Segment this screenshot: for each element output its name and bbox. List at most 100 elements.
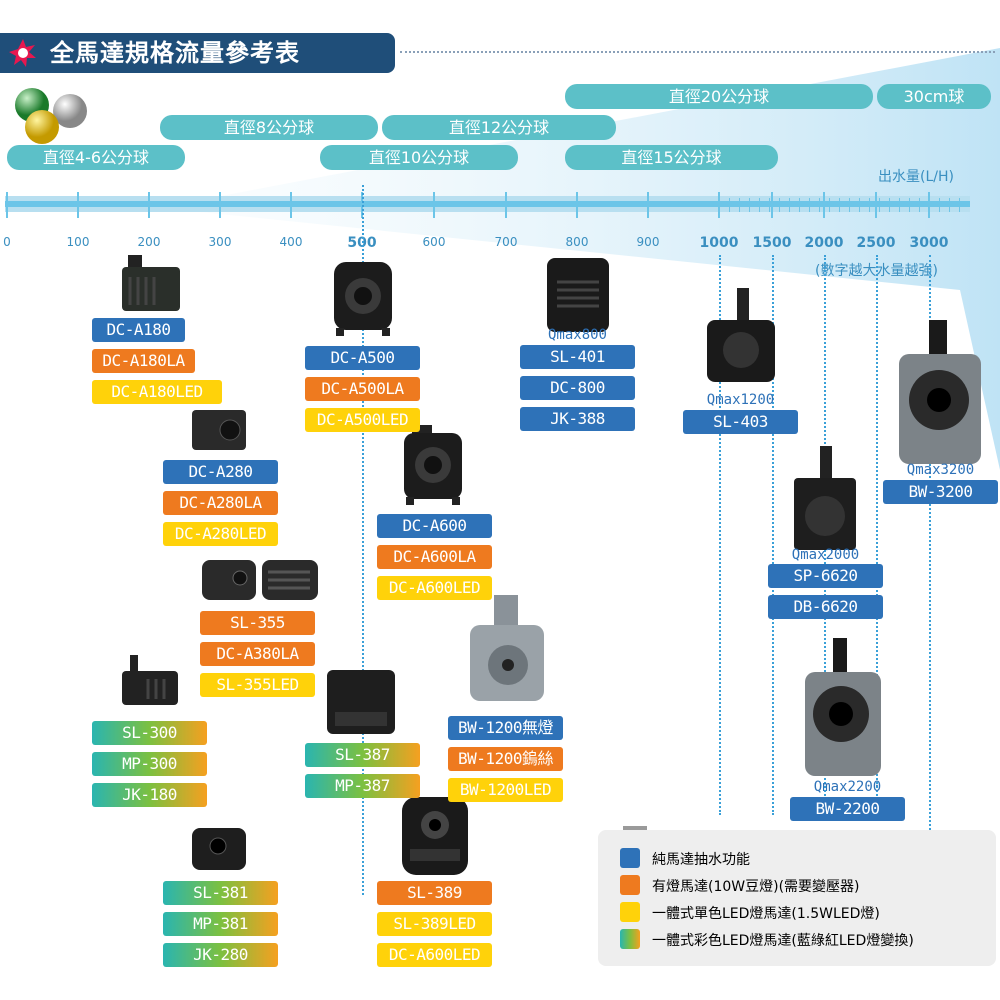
axis-tick: [647, 192, 649, 218]
axis-tick-label: 2500: [856, 235, 896, 251]
model-dc-a380la: DC-A380LA: [200, 642, 315, 666]
pump-image-dc-a180: [122, 255, 180, 311]
model-mp-300: MP-300: [92, 752, 207, 776]
axis-tick-label: 700: [494, 235, 518, 249]
model-bw-1200led: BW-1200LED: [448, 778, 563, 802]
axis-minor-tick: [939, 198, 940, 212]
axis-minor-tick: [819, 198, 820, 212]
axis-minor-tick: [899, 198, 900, 212]
flow-axis-core: [5, 201, 970, 207]
axis-minor-tick: [849, 198, 850, 212]
qmax-bw-2200: Qmax2200: [813, 779, 882, 795]
ball-label-4-6cm: 直徑4-6公分球: [7, 145, 185, 170]
model-sl-403: SL-403: [683, 410, 798, 434]
axis-minor-tick: [749, 198, 750, 212]
axis-minor-tick: [879, 198, 880, 212]
model-dc-a500la: DC-A500LA: [305, 377, 420, 401]
pump-image-sl-300: [122, 655, 178, 705]
model-jk-388: JK-388: [520, 407, 635, 431]
model-dc-a180la: DC-A180LA: [92, 349, 195, 373]
axis-minor-tick: [949, 198, 950, 212]
axis-minor-tick: [729, 198, 730, 212]
model-sl-355led: SL-355LED: [200, 673, 315, 697]
axis-tick-label: 300: [208, 235, 232, 249]
legend-tab: [623, 826, 647, 830]
model-sl-389led: SL-389LED: [377, 912, 492, 936]
axis-minor-tick: [829, 198, 830, 212]
pump-image-sl-389: [402, 797, 468, 875]
model-bw-3200: BW-3200: [883, 480, 998, 504]
qmax-sl-403: Qmax1200: [706, 392, 775, 408]
axis-tick-label: 1000: [699, 235, 739, 251]
axis-tick: [718, 192, 720, 218]
axis-tick-label: 800: [565, 235, 589, 249]
axis-tick-label: 600: [422, 235, 446, 249]
axis-tick: [875, 192, 877, 218]
axis-minor-tick: [799, 198, 800, 212]
axis-tick: [6, 192, 8, 218]
star-icon: [9, 39, 36, 67]
legend: 純馬達抽水功能 有燈馬達(10W豆燈)(需要變壓器) 一體式單色LED燈馬達(1…: [598, 826, 996, 966]
model-dc-a500: DC-A500: [305, 346, 420, 370]
model-sp-6620: SP-6620: [768, 564, 883, 588]
model-bw-1200-no-light: BW-1200無燈: [448, 716, 563, 740]
model-db-6620: DB-6620: [768, 595, 883, 619]
model-sl-401: SL-401: [520, 345, 635, 369]
axis-tick-label: 200: [137, 235, 161, 249]
axis-minor-tick: [769, 198, 770, 212]
axis-tick-label: 100: [66, 235, 90, 249]
axis-tick: [77, 192, 79, 218]
model-dc-a280led: DC-A280LED: [163, 522, 278, 546]
axis-minor-tick: [889, 198, 890, 212]
ball-label-12cm: 直徑12公分球: [382, 115, 616, 140]
model-mp-381: MP-381: [163, 912, 278, 936]
unit-label: 出水量(L/H): [878, 169, 954, 185]
axis-minor-tick: [909, 198, 910, 212]
pump-image-sl-387: [327, 670, 395, 734]
pump-image-bw-3200: [899, 320, 981, 464]
model-dc-800: DC-800: [520, 376, 635, 400]
guide-line-1000: [719, 255, 721, 815]
pump-image-dc-a280: [192, 410, 246, 450]
axis-tick-label: 1500: [752, 235, 792, 251]
qmax-sl-401: Qmax800: [547, 327, 607, 343]
model-bw-1200-tungsten: BW-1200鎢絲: [448, 747, 563, 771]
axis-tick: [505, 192, 507, 218]
model-dc-a500led: DC-A500LED: [305, 408, 420, 432]
axis-tick-label: 900: [636, 235, 660, 249]
axis-tick: [576, 192, 578, 218]
model-dc-a180: DC-A180: [92, 318, 185, 342]
model-dc-a600led: DC-A600LED: [377, 576, 492, 600]
axis-tick-label: 2000: [804, 235, 844, 251]
page-title: 全馬達規格流量參考表: [50, 39, 300, 67]
pump-image-bw-2200: [805, 638, 881, 776]
legend-swatch-orange: [620, 875, 640, 895]
model-sl-355: SL-355: [200, 611, 315, 635]
pump-image-sl-381: [192, 828, 246, 870]
model-dc-a600: DC-A600: [377, 514, 492, 538]
axis-tick-label: 400: [279, 235, 303, 249]
pump-image-sl-403: [707, 288, 775, 382]
title-bar: 全馬達規格流量參考表: [0, 33, 395, 73]
guide-line-500: [362, 185, 364, 895]
axis-tick: [433, 192, 435, 218]
pump-image-sp-6620: [794, 446, 856, 550]
model-sl-381: SL-381: [163, 881, 278, 905]
legend-swatch-gradient: [620, 929, 640, 949]
axis-tick-label: 3000: [909, 235, 949, 251]
axis-minor-tick: [919, 198, 920, 212]
axis-tick: [148, 192, 150, 218]
pump-image-bw-1200: [470, 595, 544, 701]
model-sl-300: SL-300: [92, 721, 207, 745]
guide-line-2500: [876, 255, 878, 815]
axis-minor-tick: [759, 198, 760, 212]
pump-image-sl-401: [547, 258, 609, 332]
legend-swatch-yellow: [620, 902, 640, 922]
axis-tick: [290, 192, 292, 218]
axis-tick: [823, 192, 825, 218]
model-jk-180: JK-180: [92, 783, 207, 807]
model-mp-387: MP-387: [305, 774, 420, 798]
pump-image-dc-a600: [404, 425, 462, 505]
ball-label-10cm: 直徑10公分球: [320, 145, 518, 170]
